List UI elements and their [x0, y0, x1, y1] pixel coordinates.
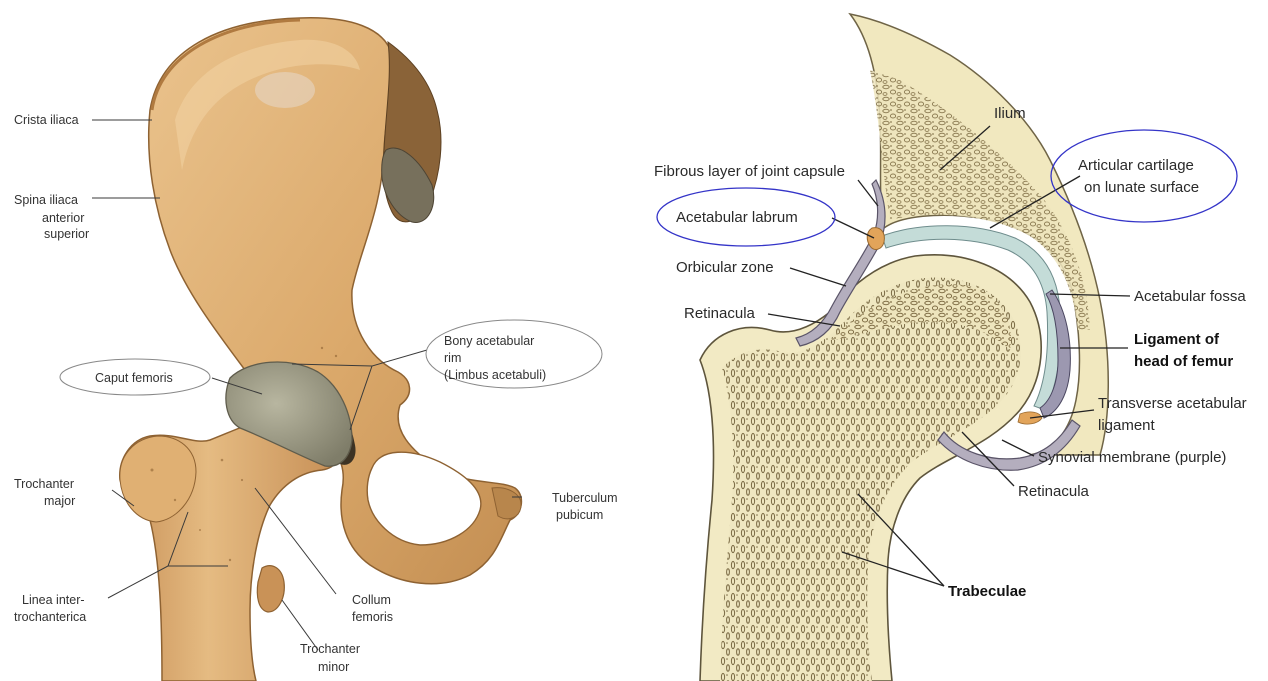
label-trochanter-major-line1: Trochanter: [14, 477, 74, 491]
label-bony-rim-line1: Bony acetabular: [444, 334, 534, 348]
label-bony-rim-line3: (Limbus acetabuli): [444, 368, 546, 382]
label-acetabular-fossa: Acetabular fossa: [1134, 288, 1246, 305]
label-orbicular-zone: Orbicular zone: [676, 259, 774, 276]
label-crista-iliaca: Crista iliaca: [14, 113, 79, 127]
label-spina-line3: superior: [44, 227, 89, 241]
label-trochanter-major-line2: major: [44, 494, 75, 508]
label-articular-line1: Articular cartilage: [1078, 157, 1194, 174]
label-ligament-line1: Ligament of: [1134, 331, 1220, 348]
label-acetabular-labrum: Acetabular labrum: [676, 209, 798, 226]
label-transverse-line2: ligament: [1098, 417, 1156, 434]
label-linea-line1: Linea inter-: [22, 593, 85, 607]
label-retinacula-top: Retinacula: [684, 305, 756, 322]
label-synovial-membrane: Synovial membrane (purple): [1038, 449, 1226, 466]
label-caput-femoris: Caput femoris: [95, 371, 173, 385]
label-tuberculum-line1: Tuberculum: [552, 491, 618, 505]
label-retinacula-bottom: Retinacula: [1018, 483, 1090, 500]
label-bony-rim-line2: rim: [444, 351, 461, 365]
label-trochanter-minor-line2: minor: [318, 660, 349, 674]
trochanter-minor: [257, 566, 284, 612]
label-collum-line1: Collum: [352, 593, 391, 607]
label-tuberculum-line2: pubicum: [556, 508, 603, 522]
label-trochanter-minor-line1: Trochanter: [300, 642, 360, 656]
left-illustration: [120, 18, 522, 681]
label-linea-line2: trochanterica: [14, 610, 86, 624]
label-spina-line2: anterior: [42, 211, 84, 225]
label-transverse-line1: Transverse acetabular: [1098, 395, 1247, 412]
acetabular-labrum: [867, 228, 884, 250]
label-ilium: Ilium: [994, 105, 1026, 122]
label-fibrous-layer: Fibrous layer of joint capsule: [654, 163, 845, 180]
label-ligament-line2: head of femur: [1134, 353, 1233, 370]
label-trabeculae: Trabeculae: [948, 583, 1026, 600]
label-articular-line2: on lunate surface: [1084, 179, 1199, 196]
label-collum-line2: femoris: [352, 610, 393, 624]
label-spina-line1: Spina iliaca: [14, 193, 78, 207]
right-illustration: [700, 14, 1108, 681]
